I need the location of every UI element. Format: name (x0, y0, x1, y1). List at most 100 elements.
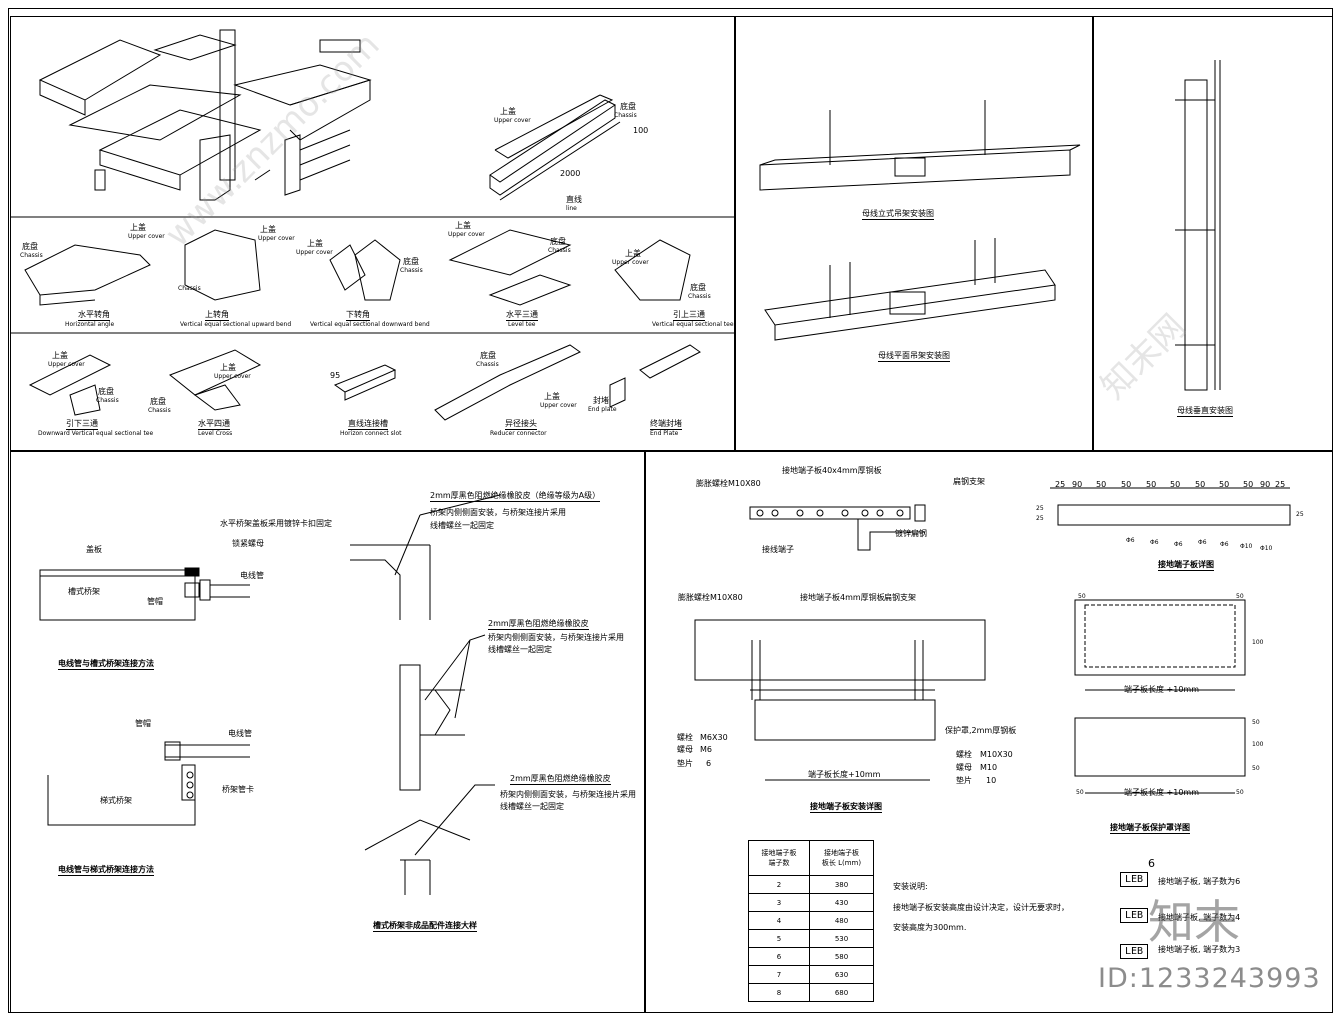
row2-s-name-en: Downward Vertical equal sectional tee (38, 430, 154, 437)
row2-x-end: 封堵 (593, 396, 609, 405)
row1-n-chassis-en: Chassis (20, 252, 43, 259)
gnd-detail-title: 接地端子板详图 (1158, 560, 1214, 571)
gnd-bolt: 膨胀螺栓M10X80 (696, 479, 761, 488)
conduit-trough-tray: 槽式桥架 (68, 587, 100, 596)
nonstd-note3-c: 线槽螺丝一起固定 (500, 802, 564, 811)
cover-dim-6: 50 (1076, 789, 1084, 796)
row1-n-name: 水平转角 (78, 310, 110, 321)
gnd-left-spec-1-v: M6 (700, 745, 712, 754)
gnd-right-spec-0-k: 螺栓 (956, 750, 972, 759)
row2-v-chassis: 底盘 (480, 351, 496, 360)
cover-dim-5: 50 (1252, 765, 1260, 772)
panel-conduit (10, 451, 645, 1013)
row2-s-chassis: 底盘 (98, 387, 114, 396)
conduit-cap: 管帽 (147, 597, 163, 606)
gnd-detail-dims: 25 90 50 50 50 50 50 50 50 90 25 (1055, 480, 1286, 489)
gnd-bracket-2: 扁钢支架 (884, 593, 916, 602)
panel-fittings (10, 16, 735, 451)
conduit-cap-2: 管帽 (135, 719, 151, 728)
gnd-detail-side-2: 25 (1296, 511, 1304, 518)
row1-n-upper: 上盖 (130, 223, 146, 232)
nonstd-note1-a: 2mm厚黑色阻燃绝缘橡胶皮（绝缘等级为A级） (430, 491, 601, 502)
conduit-locknut: 锁紧螺母 (232, 539, 264, 548)
cover-dim-4: 100 (1252, 741, 1264, 748)
cover-title: 接地端子板保护罩详图 (1110, 823, 1190, 834)
conduit-conduit: 电线管 (240, 571, 264, 580)
row2-v-upper: 上盖 (544, 392, 560, 401)
gnd-detail-side-0: 25 (1036, 505, 1044, 512)
row1-p-name: 下转角 (346, 310, 370, 321)
nonstd-note3-a: 2mm厚黑色阻燃绝缘橡胶皮 (510, 774, 611, 785)
gnd-right-spec-0-v: M10X30 (980, 750, 1013, 759)
leb-box-3: LEB (1120, 944, 1149, 959)
straight-height: 100 (633, 126, 649, 135)
gnd-notes-1: 接地端子板安装高度由设计决定，设计无要求时， (893, 903, 1069, 912)
panel-grounding (645, 451, 1333, 1013)
gnd-notes-title: 安装说明: (893, 882, 928, 891)
row1-o-name-en: Vertical equal sectional upward bend (180, 321, 292, 328)
straight-name-en: line (566, 205, 577, 212)
conduit-clamp: 桥架管卡 (222, 785, 254, 794)
gnd-terminal: 接线端子 (762, 545, 794, 554)
row1-p-name-en: Vertical equal sectional downward bend (310, 321, 430, 328)
row1-r-chassis: 底盘 (690, 283, 706, 292)
nonstd-note2-a: 2mm厚黑色阻燃绝缘橡胶皮 (488, 619, 589, 630)
row2-u-name-en: Level Cross (198, 430, 233, 437)
gnd-bolt-2: 膨胀螺栓M10X80 (678, 593, 743, 602)
nonstd-note3-b: 桥架内侧侧面安装，与桥架连接片采用 (500, 790, 636, 799)
gnd-right-spec-1-k: 螺母 (956, 763, 972, 772)
row1-p-upper: 上盖 (307, 239, 323, 248)
row2-s-upper: 上盖 (52, 351, 68, 360)
cover-dim-7: 50 (1236, 789, 1244, 796)
nonstd-title: 槽式桥架非成品配件连接大样 (373, 921, 477, 932)
row1-r-upper: 上盖 (625, 249, 641, 258)
cover-len-2: 端子板长度 +10mm (1124, 788, 1200, 797)
row1-q-chassis: 底盘 (550, 237, 566, 246)
gnd-cover: 保护罩,2mm厚钢板 (945, 726, 1017, 735)
gnd-detail-side-1: 25 (1036, 515, 1044, 522)
nonstd-note2-c: 线槽螺丝一起固定 (488, 645, 552, 654)
nonstd-note2-b: 桥架内侧侧面安装，与桥架连接片采用 (488, 633, 624, 642)
gnd-bracket: 扁钢支架 (953, 477, 985, 486)
row2-s-upper-en: Upper cover (48, 361, 85, 368)
row2-u-name: 水平四通 (198, 419, 230, 430)
gnd-flat-steel: 镀锌扁钢 (895, 529, 927, 538)
row2-w-name-en: Horizon connect slot (340, 430, 402, 437)
row2-w-name: 直线连接槽 (348, 419, 388, 430)
conduit-ladder: 梯式桥架 (100, 796, 132, 805)
row1-p-upper-en: Upper cover (296, 249, 333, 256)
row1-n-upper-en: Upper cover (128, 233, 165, 240)
row1-q-upper: 上盖 (455, 221, 471, 230)
busbar-flat-hanger-title: 母线平面吊架安装图 (878, 351, 950, 362)
row2-x-name: 终端封堵 (650, 419, 682, 430)
row1-o-chassis-en: Chassis (178, 285, 201, 292)
row1-p-chassis-en: Chassis (400, 267, 423, 274)
cover-len-1: 端子板长度 +10mm (1124, 685, 1200, 694)
busbar-vertical-hanger-title: 母线立式吊架安装图 (862, 209, 934, 220)
leb-text-1: 接地端子板, 端子数为6 (1158, 877, 1241, 886)
row1-n-name-en: Horizontal angle (65, 321, 115, 328)
straight-length: 2000 (560, 169, 581, 178)
panel-busbar-hanger (735, 16, 1093, 451)
leb-text-2: 接地端子板, 端子数为4 (1158, 913, 1241, 922)
row2-u-chassis-en: Chassis (148, 407, 171, 414)
row1-r-upper-en: Upper cover (612, 259, 649, 266)
gnd-plate-top: 接地端子板40x4mm厚铜板 (782, 466, 882, 475)
conduit-title-2: 电线管与梯式桥架连接方法 (58, 865, 154, 876)
row2-x-name-en: End Plate (650, 430, 679, 437)
row1-q-name-en: Level tee (508, 321, 536, 328)
row1-q-upper-en: Upper cover (448, 231, 485, 238)
nonstd-note1-c: 线槽螺丝一起固定 (430, 521, 494, 530)
row1-r-name-en: Vertical equal sectional tee (652, 321, 734, 328)
row2-u-upper: 上盖 (220, 363, 236, 372)
gnd-left-spec-0-k: 螺栓 (677, 733, 693, 742)
row2-v-chassis-en: Chassis (476, 361, 499, 368)
row1-o-upper-en: Upper cover (258, 235, 295, 242)
straight-upper-cover-en: Upper cover (494, 117, 531, 124)
row1-o-upper: 上盖 (260, 225, 276, 234)
row1-o-name: 上转角 (205, 310, 229, 321)
row2-v-name-en: Reducer connector (490, 430, 547, 437)
